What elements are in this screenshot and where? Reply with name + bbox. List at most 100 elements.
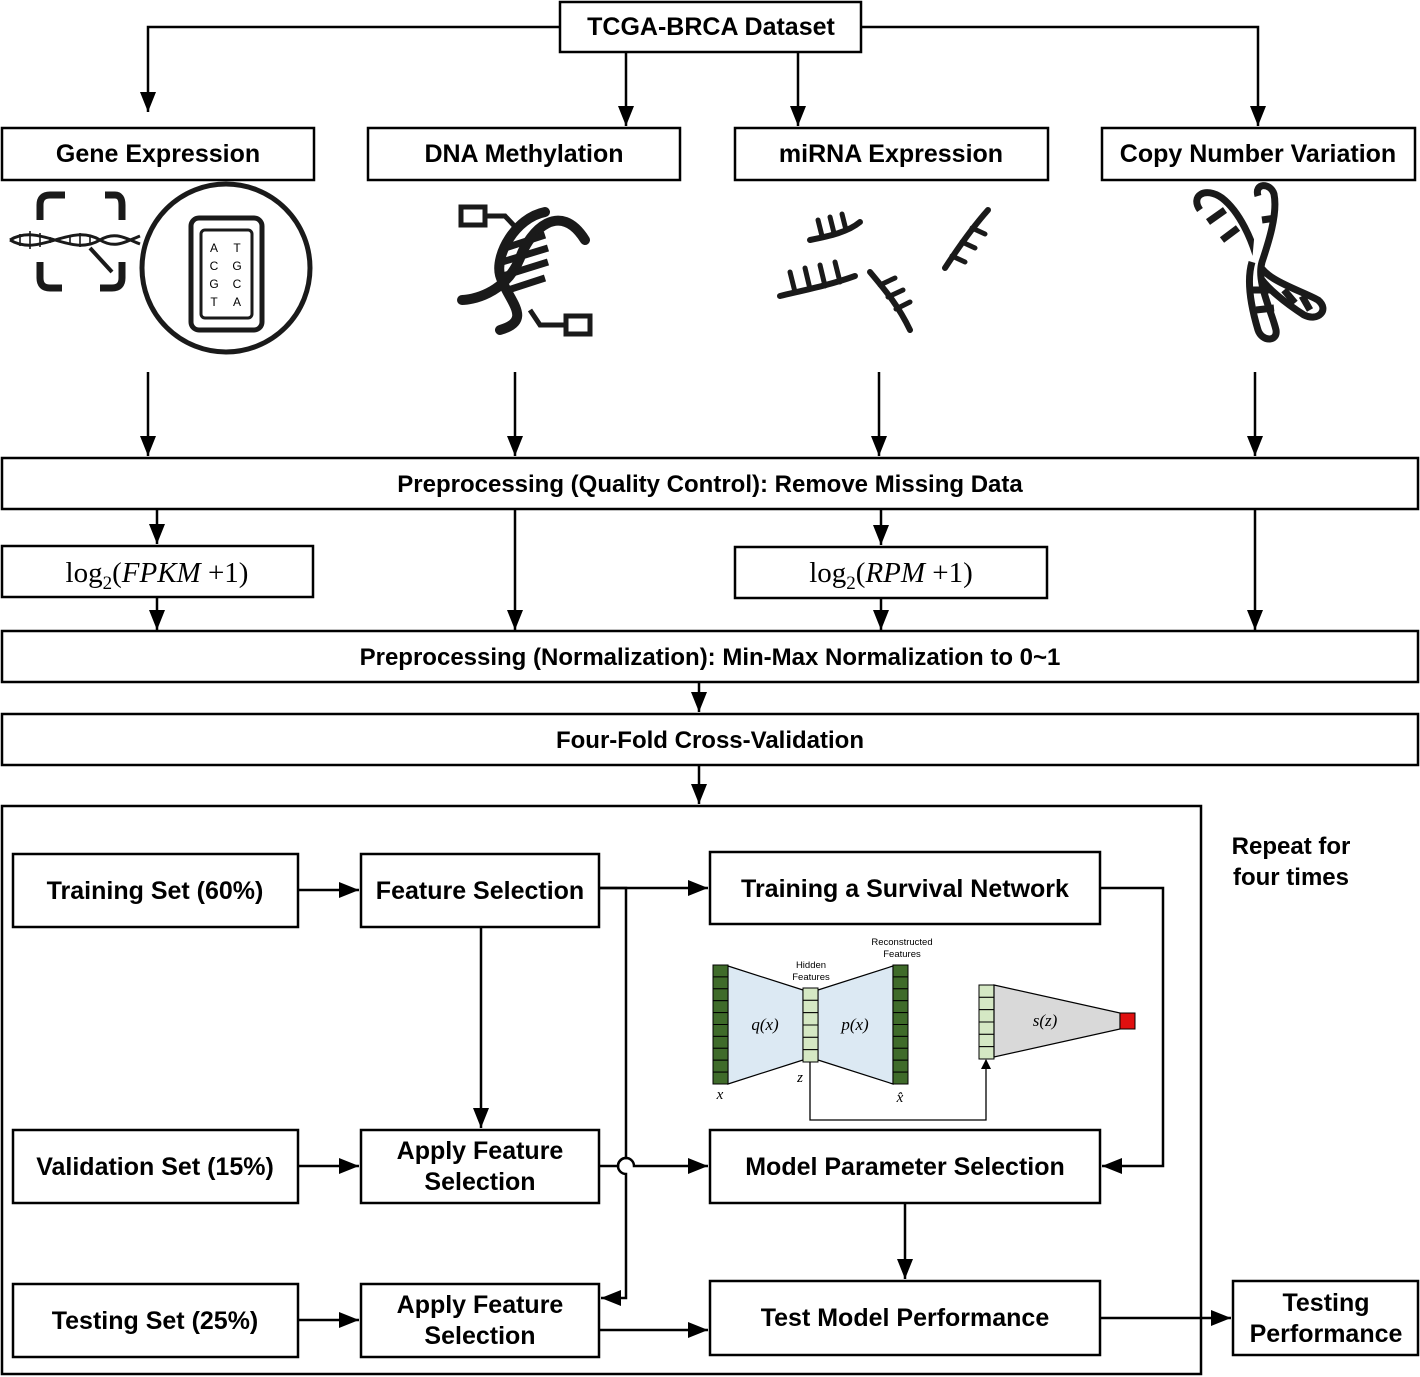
repeat-note: Repeat for four times — [1232, 833, 1351, 891]
testing-set-box: Testing Set (25%) — [11, 1282, 300, 1359]
reconstructed-layer-cell — [892, 1047, 909, 1061]
log-rpm-box: log2(RPM +1) — [733, 545, 1049, 600]
mirna-expression-icon — [777, 207, 991, 333]
input-layer — [712, 964, 729, 1085]
gene-letter-left-3: G — [209, 277, 218, 291]
reconstructed-layer-cell — [892, 1071, 909, 1085]
log-rpm-formula: log2(RPM +1) — [809, 557, 973, 594]
reconstructed-layer — [892, 964, 909, 1085]
x-label: x — [716, 1087, 724, 1103]
validation-set-box: Validation Set (15%) — [11, 1128, 300, 1205]
hidden-layer-cell — [802, 1012, 819, 1026]
validation-set-label: Validation Set (15%) — [36, 1153, 274, 1181]
reconstructed-layer-cell — [892, 976, 909, 990]
copy-number-variation-box: Copy Number Variation — [1100, 126, 1417, 182]
hidden-layer-cell — [802, 1049, 819, 1063]
survival-input-layer-cell — [978, 996, 995, 1011]
decoder-label: p(x) — [840, 1015, 869, 1034]
survival-input-layer-cell — [978, 1021, 995, 1035]
reconstructed-features-line2: Features — [883, 949, 921, 960]
survival-input-layer — [978, 984, 995, 1060]
input-layer-cell — [712, 1059, 729, 1073]
input-layer-cell — [712, 988, 729, 1002]
model-parameter-selection-label: Model Parameter Selection — [745, 1153, 1065, 1181]
training-set-box: Training Set (60%) — [11, 852, 300, 929]
hidden-features-line1: Hidden — [796, 960, 826, 971]
encoder-label: q(x) — [751, 1015, 779, 1034]
copy-number-variation-label: Copy Number Variation — [1120, 140, 1396, 168]
survival-input-layer-cell — [978, 1033, 995, 1048]
reconstructed-features-line1: Reconstructed — [871, 937, 932, 948]
training-set-label: Training Set (60%) — [47, 877, 264, 905]
dataset-label: TCGA-BRCA Dataset — [587, 13, 835, 41]
gene-letter-left-4: T — [210, 295, 218, 309]
apply-feature-selection-validation-line2: Selection — [424, 1168, 535, 1196]
preprocessing-qc-label: Preprocessing (Quality Control): Remove … — [397, 471, 1023, 498]
dataset-connectors — [140, 25, 1266, 126]
latent-to-survival-arrow — [809, 1059, 991, 1121]
gene-letter-right-2: G — [232, 259, 241, 273]
test-model-performance-box: Test Model Performance — [708, 1279, 1102, 1357]
z-label: z — [796, 1070, 803, 1086]
input-layer-cell — [712, 1035, 729, 1049]
testing-set-label: Testing Set (25%) — [52, 1307, 259, 1335]
input-layer-cell — [712, 1012, 729, 1025]
gene-letter-right-4: A — [233, 295, 241, 309]
hidden-layer-cell — [802, 1024, 819, 1038]
dna-methylation-label: DNA Methylation — [424, 140, 623, 168]
dna-methylation-box: DNA Methylation — [366, 126, 682, 182]
feature-selection-box: Feature Selection — [359, 852, 601, 929]
input-layer-cell — [712, 1024, 729, 1037]
repeat-note-line2: four times — [1233, 864, 1349, 891]
qc-to-norm-connectors — [149, 509, 1263, 630]
mirna-expression-box: miRNA Expression — [733, 126, 1050, 182]
apply-feature-selection-testing-box: Apply Feature Selection — [359, 1282, 601, 1359]
cross-validation-box: Four-Fold Cross-Validation — [0, 712, 1420, 767]
training-network-label: Training a Survival Network — [741, 875, 1069, 903]
input-layer-cell — [712, 1000, 729, 1014]
copy-number-variation-icon — [1193, 182, 1327, 343]
testing-performance-line1: Testing — [1282, 1289, 1369, 1317]
log-fpkm-box: log2(FPKM +1) — [0, 544, 315, 599]
xhat-label: x̂ — [896, 1090, 904, 1106]
input-layer-cell — [712, 976, 729, 990]
input-layer-cell — [712, 1047, 729, 1061]
reconstructed-layer-cell — [892, 1024, 909, 1037]
reconstructed-layer-cell — [892, 964, 909, 978]
gene-letter-left-2: C — [210, 259, 219, 273]
loop-connectors — [298, 880, 1231, 1338]
gene-letter-right-1: T — [233, 241, 241, 255]
model-parameter-selection-box: Model Parameter Selection — [708, 1128, 1102, 1205]
testing-performance-box: Testing Performance — [1231, 1279, 1420, 1357]
hidden-layer-cell — [802, 999, 819, 1014]
survival-input-layer-cell — [978, 984, 995, 998]
training-network-box: Training a Survival Network — [708, 850, 1102, 926]
mirna-expression-label: miRNA Expression — [779, 140, 1003, 168]
survival-input-layer-cell — [978, 1046, 995, 1060]
apply-feature-selection-testing-line2: Selection — [424, 1322, 535, 1350]
hidden-layer-cell — [802, 1036, 819, 1051]
test-model-performance-label: Test Model Performance — [761, 1304, 1050, 1332]
log-fpkm-formula: log2(FPKM +1) — [66, 557, 249, 594]
survival-input-layer-cell — [978, 1009, 995, 1023]
repeat-note-line1: Repeat for — [1232, 833, 1351, 860]
survival-network-illustration: q(x) p(x) s(z) x z x̂ Hidden Features Re… — [712, 937, 1136, 1121]
preprocessing-normalization-label: Preprocessing (Normalization): Min-Max N… — [360, 644, 1061, 671]
apply-feature-selection-validation-box: Apply Feature Selection — [359, 1128, 601, 1205]
gene-expression-icon: A C G T T G C A — [9, 181, 313, 355]
cross-validation-label: Four-Fold Cross-Validation — [556, 727, 864, 754]
gene-expression-box: Gene Expression — [0, 126, 316, 182]
apply-feature-selection-testing-line1: Apply Feature — [397, 1291, 564, 1319]
preprocessing-normalization-box: Preprocessing (Normalization): Min-Max N… — [0, 629, 1420, 684]
gene-letter-left-1: A — [210, 241, 218, 255]
reconstructed-layer-cell — [892, 1000, 909, 1014]
hidden-layer — [802, 987, 819, 1063]
input-layer-cell — [712, 1071, 729, 1085]
apply-feature-selection-validation-line1: Apply Feature — [397, 1137, 564, 1165]
survival-label: s(z) — [1033, 1011, 1058, 1030]
icon-to-qc-connectors — [140, 372, 1263, 456]
gene-expression-label: Gene Expression — [56, 140, 260, 168]
dna-methylation-icon — [457, 204, 593, 337]
reconstructed-layer-cell — [892, 1059, 909, 1073]
